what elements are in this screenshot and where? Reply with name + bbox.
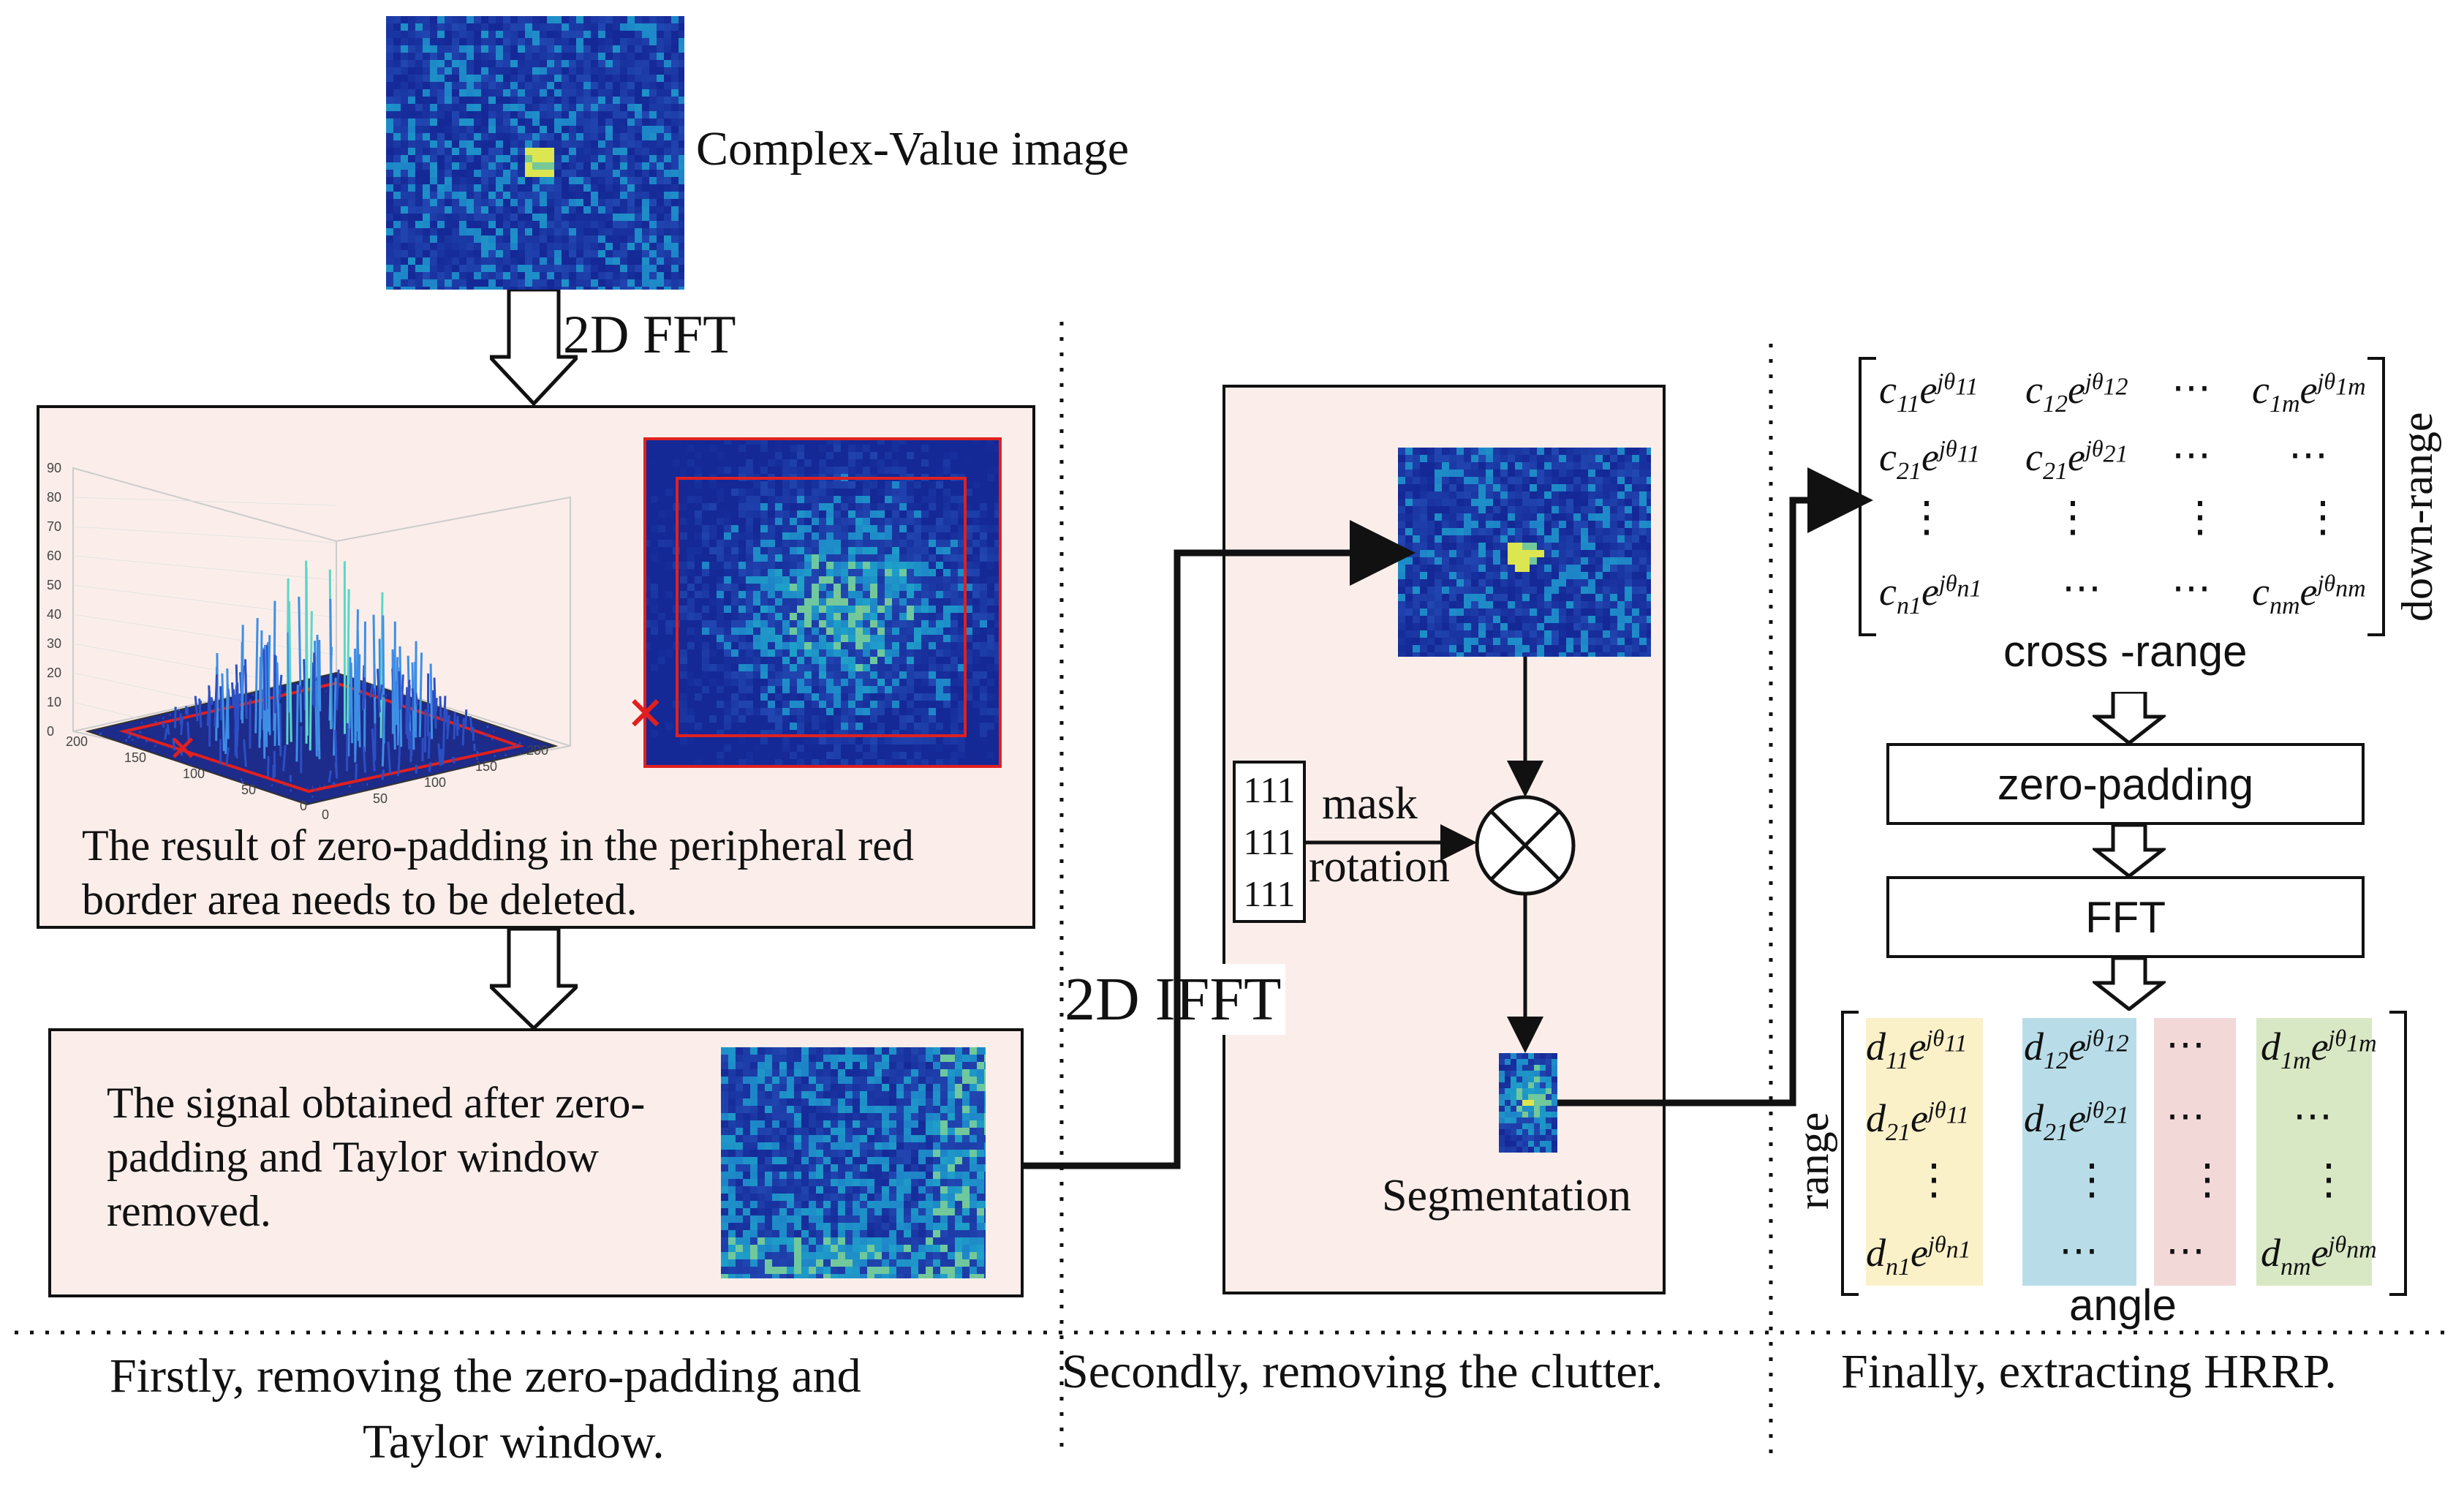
- red-x-marker-icon: ✕: [168, 728, 197, 769]
- mask-row: 111: [1243, 769, 1296, 810]
- z-tick-label: 30: [47, 636, 61, 651]
- red-border-marker: [643, 437, 1002, 768]
- mask-row: 111: [1243, 821, 1296, 862]
- ellipsis-v: ⋮: [2302, 493, 2344, 540]
- down-range-label: down-range: [2393, 412, 2441, 622]
- hrrp-matrix: d11ejθ11 d12ejθ12 ⋯ d1mejθ1m d21ejθ11 d2…: [1840, 1011, 2410, 1297]
- ellipsis-v: ⋮: [2186, 1156, 2229, 1203]
- column-3-bg: [2154, 1018, 2236, 1286]
- ellipsis: ⋯: [2059, 1229, 2098, 1273]
- stage3-footer: Finally, extracting HRRP.: [1841, 1345, 2337, 1398]
- ellipsis-v: ⋮: [1913, 1156, 1955, 1203]
- complex-matrix: c11ejθ11 c12ejθ12 ⋯ c1mejθ1m c21ejθ11 c2…: [1857, 357, 2386, 638]
- ellipsis: ⋯: [2166, 1022, 2205, 1066]
- ifft2d-label: 2D IFFT: [1060, 964, 1286, 1035]
- z-tick-label: 40: [47, 607, 61, 622]
- stage1-footer-line1: Firstly, removing the zero-padding and: [110, 1349, 861, 1403]
- ifft-image: [1398, 448, 1651, 657]
- fft-box: FFT: [1886, 876, 2365, 958]
- x-tick-label: 50: [241, 783, 256, 797]
- range-label: range: [1789, 1112, 1837, 1210]
- stage1-down-arrow: [490, 929, 578, 1031]
- y-tick-label: 0: [322, 807, 329, 822]
- ellipsis: ⋯: [2166, 1094, 2205, 1138]
- red-x-marker-icon: ✕: [626, 687, 665, 742]
- z-tick-label: 0: [47, 724, 54, 739]
- signal-caption-line3: removed.: [107, 1187, 271, 1235]
- ellipsis-v: ⋮: [2071, 1156, 2113, 1203]
- down-arrow-1: [2093, 692, 2166, 744]
- column-1-bg: [1866, 1018, 1983, 1286]
- zero-padding-box: zero-padding: [1886, 743, 2365, 825]
- y-tick-label: 100: [424, 775, 446, 790]
- z-tick-label: 20: [47, 666, 61, 680]
- mask-row: 111: [1243, 873, 1296, 915]
- complex-value-label: Complex-Value image: [696, 122, 1130, 176]
- z-tick-label: 70: [47, 519, 61, 534]
- fft2d-label: 2D FFT: [563, 305, 736, 365]
- ellipsis-v: ⋮: [1905, 493, 1948, 540]
- angle-label: angle: [2069, 1281, 2177, 1330]
- ellipsis: ⋯: [2293, 1094, 2332, 1138]
- down-arrow-3: [2093, 958, 2166, 1011]
- ellipsis: ⋯: [2172, 566, 2211, 610]
- column-4-bg: [2256, 1018, 2372, 1286]
- z-tick-label: 60: [47, 549, 61, 563]
- segmentation-label: Segmentation: [1382, 1171, 1631, 1221]
- signal-caption-line2: padding and Taylor window: [107, 1133, 599, 1181]
- ellipsis: ⋯: [2166, 1229, 2205, 1273]
- z-tick-label: 90: [47, 461, 61, 475]
- rotation-label: rotation: [1309, 842, 1450, 891]
- down-arrow-2: [2093, 825, 2166, 878]
- ellipsis: ⋯: [2289, 433, 2328, 477]
- ellipsis-v: ⋮: [2052, 493, 2094, 540]
- zero-padded-spectrum-image: [643, 437, 1002, 768]
- fft-down-arrow: [490, 290, 578, 407]
- z-tick-label: 50: [47, 578, 61, 592]
- zero-padding-caption-line2: border area needs to be deleted.: [82, 875, 638, 924]
- x-tick-label: 200: [66, 734, 88, 749]
- ellipsis: ⋯: [2172, 366, 2211, 410]
- ellipsis-v: ⋮: [2179, 493, 2221, 540]
- mask-label: mask: [1322, 779, 1418, 829]
- zero-padding-caption-line1: The result of zero-padding in the periph…: [82, 821, 914, 870]
- segmentation-image: [1499, 1053, 1557, 1153]
- ellipsis: ⋯: [2172, 433, 2211, 477]
- red-inner-border: [676, 477, 967, 737]
- y-tick-label: 200: [526, 743, 548, 758]
- taylor-removed-image: [721, 1047, 986, 1278]
- cross-range-label: cross -range: [2003, 627, 2248, 676]
- ellipsis-v: ⋮: [2308, 1156, 2350, 1203]
- y-tick-label: 150: [475, 759, 497, 774]
- mask-matrix: 111 111 111: [1233, 761, 1306, 923]
- x-tick-label: 0: [300, 799, 307, 813]
- x-tick-label: 150: [124, 750, 146, 765]
- stage2-footer: Secondly, removing the clutter.: [1062, 1345, 1663, 1398]
- y-tick-label: 50: [373, 791, 388, 806]
- stage1-footer-line2: Taylor window.: [363, 1415, 665, 1469]
- signal-caption-line1: The signal obtained after zero-: [107, 1079, 646, 1127]
- z-tick-label: 80: [47, 490, 61, 505]
- z-tick-label: 10: [47, 695, 61, 709]
- hrrp-brackets: [1841, 1011, 2407, 1296]
- complex-value-image: [386, 16, 684, 290]
- column-2-bg: [2022, 1018, 2136, 1286]
- x-tick-label: 100: [183, 766, 205, 781]
- ellipsis: ⋯: [2062, 566, 2101, 610]
